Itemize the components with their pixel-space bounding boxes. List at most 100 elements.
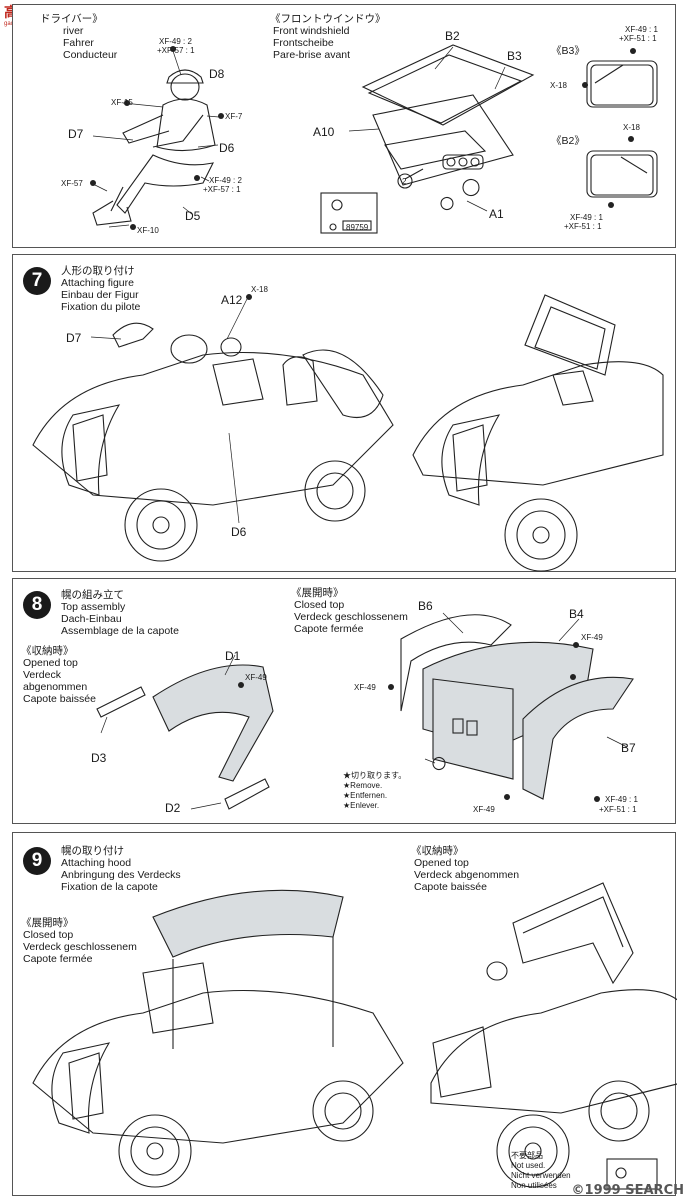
not-used-jp: 不要部品	[511, 1151, 543, 1160]
driver-title-fr: Conducteur	[63, 49, 118, 61]
driver-figure-drawing	[92, 69, 216, 226]
paint-note: +XF-51 : 1	[564, 222, 602, 231]
part-label-b6: B6	[418, 599, 433, 613]
folded-top-drawing	[96, 664, 274, 810]
paint-note: XF-57	[61, 179, 83, 188]
driver-title-de: Fahrer	[63, 37, 94, 49]
part-label-d1: D1	[225, 649, 241, 663]
opened-top-de: Verdeck abgenommen	[414, 869, 520, 881]
part-label-d8: D8	[209, 67, 225, 81]
step7-title-jp: 人形の取り付け	[61, 265, 135, 277]
windshield-title-en: Front windshield	[273, 25, 350, 37]
driver-title-en: river	[63, 25, 84, 37]
step8-title-en: Top assembly	[61, 601, 126, 613]
step6-illustrations	[90, 44, 658, 234]
step9-title-jp: 幌の取り付け	[61, 845, 124, 857]
part-label-b2: B2	[445, 29, 460, 43]
car-closed-top-drawing	[32, 889, 404, 1188]
opened-top-en: Opened top	[23, 657, 78, 669]
opened-top-de1: Verdeck	[23, 669, 61, 681]
paint-note: XF-49	[354, 683, 376, 692]
closed-top-de: Verdeck geschlossenem	[23, 941, 137, 953]
paint-note: XF-15	[111, 98, 133, 107]
opened-top-fr: Capote baissée	[414, 881, 487, 893]
not-used-fr: Non utilisées	[511, 1181, 557, 1190]
part-label-b4: B4	[569, 607, 584, 621]
opened-top-jp: 《収納時》	[411, 845, 464, 857]
step6-panel: ドライバー》 river Fahrer Conducteur XF-49 : 2…	[12, 4, 676, 248]
driver-title-jp: ドライバー》	[40, 13, 103, 25]
paint-note: XF-7	[225, 112, 243, 121]
paint-note: XF-49 : 1	[625, 25, 658, 34]
part-label-a1: A1	[489, 207, 504, 221]
paint-note: XF-49 : 1	[605, 795, 638, 804]
paint-note: X-18	[550, 81, 567, 90]
step7-illustrations	[32, 294, 664, 572]
closed-top-en: Closed top	[294, 599, 345, 611]
windshield-title-fr: Pare-brise avant	[273, 49, 351, 61]
opened-top-de2: abgenommen	[23, 681, 88, 693]
car-with-windshield-drawing	[412, 294, 664, 572]
part-label-b7: B7	[621, 741, 636, 755]
paint-note: XF-49 : 2	[209, 176, 242, 185]
paint-note: +XF-51 : 1	[599, 805, 637, 814]
step9-title-en: Attaching hood	[61, 857, 132, 869]
step9-title-fr: Fixation de la capote	[61, 881, 158, 893]
paint-note: +XF-57 : 1	[157, 46, 195, 55]
part-label-d5: D5	[185, 209, 201, 223]
step8-panel: 8 幌の組み立て Top assembly Dach-Einbau Assemb…	[12, 578, 676, 824]
part-label-b3-view: 《B3》	[551, 45, 585, 57]
step7-panel: 7 人形の取り付け Attaching figure Einbau der Fi…	[12, 254, 676, 572]
step9-illustrations	[32, 882, 677, 1190]
closed-top-en: Closed top	[23, 929, 74, 941]
car-opened-top-drawing	[430, 882, 677, 1188]
step8-illustrations	[96, 612, 634, 810]
part-label-a12: A12	[221, 293, 243, 307]
paint-note: +XF-51 : 1	[619, 34, 657, 43]
paint-note: XF-49 : 1	[570, 213, 603, 222]
step7-title-de: Einbau der Figur	[61, 289, 139, 301]
part-label-a10: A10	[313, 125, 335, 139]
part-label-d2: D2	[165, 801, 181, 815]
step-number: 7	[23, 267, 51, 295]
opened-top-en: Opened top	[414, 857, 469, 869]
decal-number: 89759	[346, 223, 369, 232]
step9-panel: 9 幌の取り付け Attaching hood Anbringung des V…	[12, 832, 677, 1196]
part-label-d3: D3	[91, 751, 107, 765]
paint-note: X-18	[623, 123, 640, 132]
not-used-de: Nicht verwenden	[511, 1171, 571, 1180]
part-label-b2-view: 《B2》	[551, 135, 585, 147]
step8-title-de: Dach-Einbau	[61, 613, 122, 625]
closed-top-jp: 《展開時》	[21, 917, 74, 929]
car-with-figure-drawing	[32, 322, 394, 562]
closed-top-jp: 《展開時》	[291, 587, 344, 599]
watermark-brand: ©1999 SEARCH	[571, 1183, 684, 1198]
closed-top-fr: Capote fermée	[23, 953, 93, 965]
step-circle-number: 2	[402, 177, 407, 186]
closed-top-drawing	[400, 614, 634, 800]
part-label-d7: D7	[68, 127, 84, 141]
paint-note: XF-49	[473, 805, 495, 814]
step-number: 9	[23, 847, 51, 875]
step8-title-jp: 幌の組み立て	[61, 589, 124, 601]
not-used-en: Not used.	[511, 1161, 546, 1170]
part-label-b3: B3	[507, 49, 522, 63]
part-label-d6: D6	[219, 141, 235, 155]
step-number: 8	[23, 591, 51, 619]
part-label-d7: D7	[66, 331, 82, 345]
paint-note: XF-49	[245, 673, 267, 682]
windshield-title-de: Frontscheibe	[273, 37, 334, 49]
step8-title-fr: Assemblage de la capote	[61, 625, 179, 637]
remove-note-fr: ★Enlever.	[343, 801, 380, 810]
paint-note: XF-49	[581, 633, 603, 642]
part-label-d6: D6	[231, 525, 247, 539]
closed-top-de: Verdeck geschlossenem	[294, 611, 408, 623]
step9-title-de: Anbringung des Verdecks	[61, 869, 181, 881]
remove-note-de: ★Entfernen.	[343, 791, 388, 800]
remove-note-en: ★Remove.	[343, 781, 383, 790]
remove-note-jp: ★切り取ります。	[343, 771, 407, 780]
step7-title-en: Attaching figure	[61, 277, 134, 289]
paint-note: XF-49 : 2	[159, 37, 192, 46]
opened-top-jp: 《収納時》	[21, 645, 74, 657]
step7-title-fr: Fixation du pilote	[61, 301, 141, 313]
